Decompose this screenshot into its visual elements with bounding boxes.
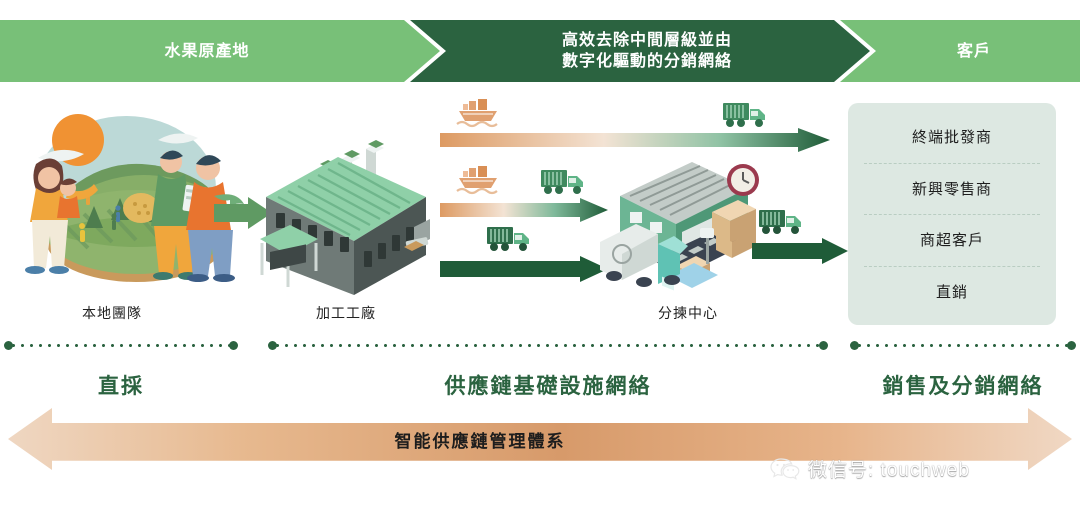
person-child: [57, 178, 80, 218]
section-label-sales-distribution: 銷售及分銷網絡: [882, 375, 1044, 398]
divider-cap-right: [819, 341, 828, 350]
divider-procurement: [4, 341, 238, 350]
watermark-text: 微信号: touchweb: [808, 460, 970, 481]
customer-item-new-retail[interactable]: 新興零售商: [848, 162, 1056, 215]
banner-segment-origin: 水果原產地: [0, 20, 440, 82]
smart-supply-chain-arrow: 智能供應鏈管理體系: [8, 408, 1072, 470]
divider-cap-left: [268, 341, 277, 350]
divider-cap-left: [4, 341, 13, 350]
section-label-direct-sourcing: 直採: [98, 375, 144, 398]
banner-segment-distribution-label: 高效去除中間層級並由 數字化驅動的分銷網絡: [562, 30, 732, 72]
watermark: 微信号: touchweb: [770, 455, 970, 482]
divider-cap-right: [229, 341, 238, 350]
banner-segment-distribution: 高效去除中間層級並由 數字化驅動的分銷網絡: [410, 20, 870, 82]
person-orange: [186, 155, 235, 282]
divider-infrastructure: [268, 341, 828, 350]
divider-bar: [9, 344, 233, 347]
banner-distribution-line1: 高效去除中間層級並由: [561, 32, 732, 49]
flow-arrow-4: [752, 238, 848, 264]
customer-item-supermarket[interactable]: 商超客戶: [848, 214, 1056, 266]
container-truck-icon: [723, 103, 765, 127]
factory-building-icon: [260, 140, 430, 295]
divider-bar: [273, 344, 823, 347]
cargo-ship-icon: [456, 99, 498, 128]
banner-segment-customer: 客戶: [840, 20, 1080, 82]
flow-arrow-3: [440, 256, 608, 282]
customer-channels-panel: 終端批發商 新興零售商 商超客戶 直銷: [848, 103, 1056, 325]
stage-banner: 水果原產地 高效去除中間層級並由 數字化驅動的分銷網絡 客戶: [0, 20, 1080, 82]
customer-item-wholesaler[interactable]: 終端批發商: [848, 111, 1056, 163]
flow-arrow-1: [440, 128, 830, 152]
customer-item-label: 新興零售商: [911, 180, 992, 198]
banner-segment-origin-label: 水果原產地: [164, 42, 250, 60]
smart-supply-chain-label: 智能供應鏈管理體系: [394, 432, 566, 451]
customer-item-label: 直銷: [935, 283, 968, 301]
container-truck-icon: [759, 210, 801, 234]
wechat-icon: [770, 457, 800, 480]
customer-item-direct-sales[interactable]: 直銷: [848, 265, 1056, 318]
arrow-farm-to-factory: [214, 197, 272, 229]
customer-item-label: 終端批發商: [911, 129, 992, 147]
divider-cap-left: [850, 341, 859, 350]
customer-item-label: 商超客戶: [919, 232, 984, 250]
stage-label-sorting-center: 分揀中心: [658, 305, 718, 321]
farm-orchard-team-illustration: [25, 114, 244, 282]
banner-distribution-line2: 數字化驅動的分銷網絡: [561, 53, 732, 70]
banner-segment-customer-label: 客戶: [956, 42, 991, 60]
stage-label-factory: 加工工廠: [316, 305, 376, 321]
divider-distribution: [850, 341, 1076, 350]
flow-arrow-2: [440, 198, 608, 222]
divider-bar: [855, 344, 1071, 347]
container-truck-icon: [541, 170, 583, 194]
cargo-ship-icon: [456, 166, 498, 195]
divider-cap-right: [1067, 341, 1076, 350]
container-truck-icon: [487, 227, 529, 251]
stage-label-local-team: 本地團隊: [82, 305, 142, 321]
section-label-supply-chain-infrastructure: 供應鏈基礎設施網絡: [444, 375, 652, 398]
sorting-center-warehouse-icon: [600, 162, 759, 291]
